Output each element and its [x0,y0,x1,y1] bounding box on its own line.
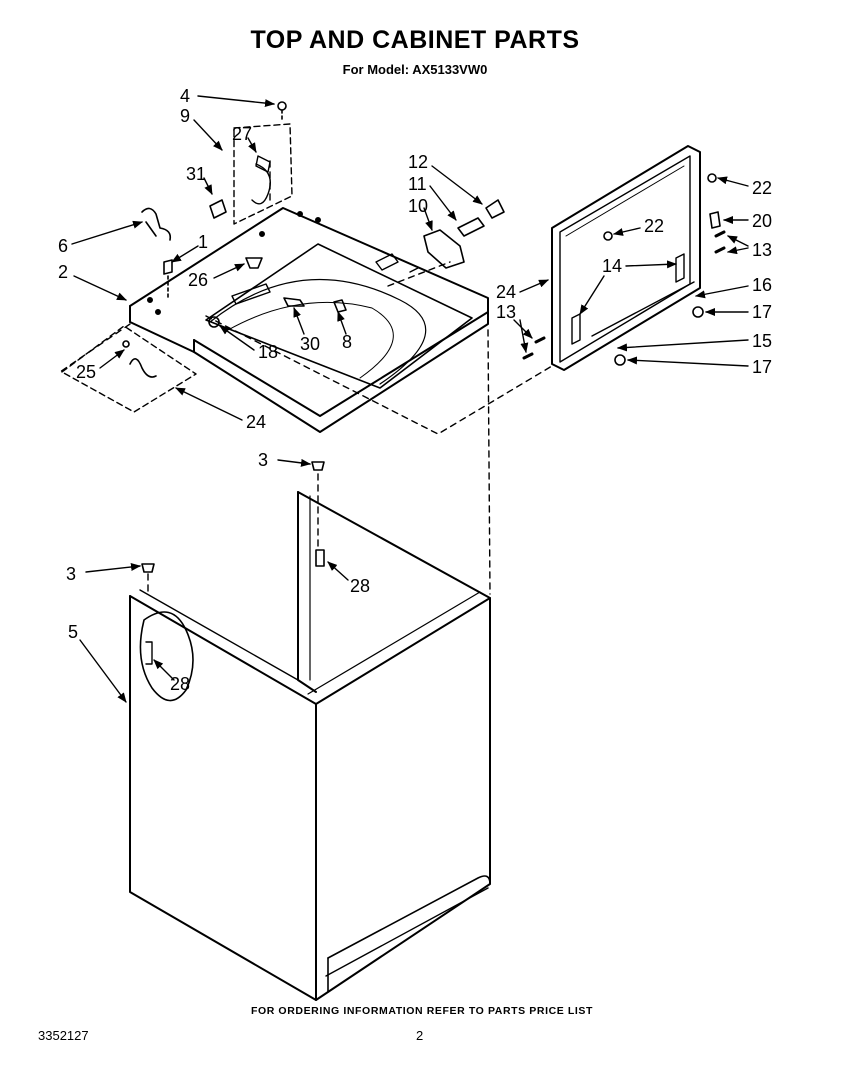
callout-1: 1 [198,232,208,252]
callout-20: 20 [752,211,772,231]
callout-3-lower: 3 [66,564,76,584]
callout-28-upper: 28 [350,576,370,596]
callout-17-lower: 17 [752,357,772,377]
document-number: 3352127 [38,1028,89,1043]
callout-3-upper: 3 [258,450,268,470]
lid [551,145,701,371]
callout-17-upper: 17 [752,302,772,322]
callout-25: 25 [76,362,96,382]
small-parts [61,101,726,573]
leader-lines [71,95,749,703]
callout-15: 15 [752,331,772,351]
callout-31: 31 [186,164,206,184]
callout-22-lid: 22 [644,216,664,236]
callout-11: 11 [408,174,427,194]
callout-9: 9 [180,106,190,126]
callout-5: 5 [68,622,78,642]
callout-13-left: 13 [496,302,516,322]
model-subtitle: For Model: AX5133VW0 [342,62,488,77]
page-title: TOP AND CABINET PARTS [250,26,580,54]
ordering-note: FOR ORDERING INFORMATION REFER TO PARTS … [250,1005,594,1017]
callout-27: 27 [232,124,252,144]
callout-26: 26 [188,270,208,290]
callout-24: 24 [246,412,266,432]
callout-8: 8 [342,332,352,352]
callout-14: 14 [602,256,622,276]
callout-28-lower: 28 [170,674,190,694]
callout-18: 18 [258,342,278,362]
callout-19: 24 [496,282,516,302]
callout-10: 10 [408,196,428,216]
callout-30: 30 [300,334,320,354]
callout-6: 6 [58,236,68,256]
callout-13-right: 13 [752,240,772,260]
cabinet [129,491,491,1001]
callout-2: 2 [58,262,68,282]
top-panel [129,207,489,433]
callout-4: 4 [180,86,190,106]
callout-16: 16 [752,275,772,295]
callout-12: 12 [408,152,428,172]
page-number: 2 [416,1028,424,1043]
callout-22-right: 22 [752,178,772,198]
callout-labels: 4 9 27 31 12 11 10 22 22 20 13 14 16 17 … [58,86,772,694]
alignment-lines [59,159,553,597]
